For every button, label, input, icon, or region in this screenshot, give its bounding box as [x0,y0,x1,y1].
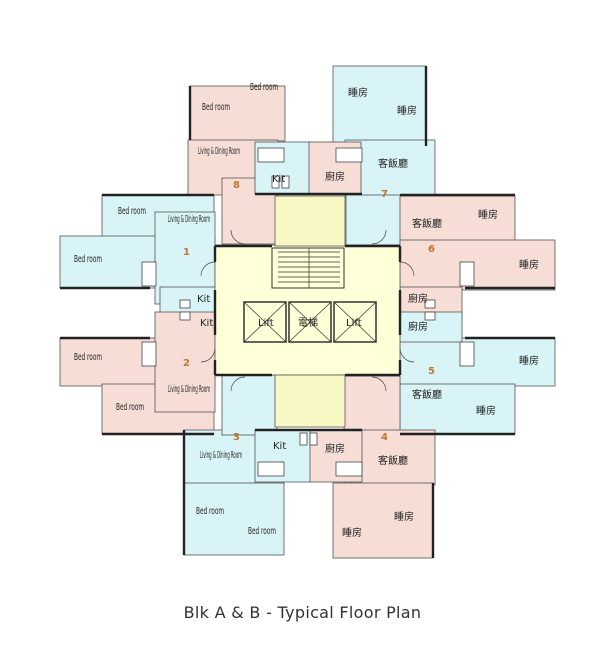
fixtures [141,147,475,477]
room-label: 睡房 [478,208,498,221]
room-fills [59,65,556,559]
room-label: 廚房 [408,320,428,333]
room-label: Bed room [118,206,146,217]
room-label: 廚房 [325,170,345,183]
unit-2: 2 Bed room Bed room Living & Dining Room… [74,318,213,413]
room-label: Kit [200,318,213,329]
core-labels: Lift 電梯 Lift [258,316,362,329]
room-label: Living & Dining Room [200,450,242,461]
unit-8: 8 Bed room Bed room Living & Dining Room… [198,82,285,191]
room-label: 客飯廳 [378,157,408,170]
room-label: Kit [197,294,210,305]
unit-number: 4 [381,432,388,443]
lift-label-2: Lift [346,318,362,329]
room-label: Living & Dining Room [198,146,240,157]
room-label: Bed room [248,526,276,537]
room-label: 睡房 [397,104,417,117]
room-label: 客飯廳 [412,217,442,230]
lift-lobby-label: 電梯 [298,316,318,329]
room-label: 廚房 [325,442,345,455]
unit-number: 5 [428,366,435,377]
room-label: 廚房 [408,292,428,305]
unit-number: 8 [233,180,240,191]
room-label: 客飯廳 [412,388,442,401]
room-label: Bed room [202,102,230,113]
room-label: Bed room [196,506,224,517]
room-label: 客飯廳 [378,454,408,467]
room-label: 睡房 [348,86,368,99]
unit-3: 3 Living & Dining Room Bed room Bed room… [196,432,286,537]
plan-caption: Blk A & B - Typical Floor Plan [183,603,422,622]
unit-1: 1 Bed room Bed room Living & Dining Room… [74,206,210,305]
floor-plan: Lift 電梯 Lift 8 Bed room Bed room Living … [59,65,556,559]
room-label: Bed room [116,402,144,413]
unit-4: 4 客飯廳 睡房 睡房 廚房 [325,432,414,539]
core-details [243,247,377,343]
room-label: 睡房 [519,354,539,367]
unit-7: 7 客飯廳 睡房 睡房 廚房 [325,86,417,200]
unit-number: 3 [233,432,240,443]
walls [60,66,555,558]
door-swings [200,229,415,392]
room-label: Living & Dining Room [168,384,210,395]
unit-number: 6 [428,244,435,255]
room-label: 睡房 [476,404,496,417]
unit-5: 5 客飯廳 睡房 睡房 廚房 [408,320,539,417]
unit-number: 1 [183,247,190,258]
room-label: Kit [273,441,286,452]
room-label: Bed room [74,254,102,265]
lift-label-1: Lift [258,318,274,329]
room-label: Kit [272,174,285,185]
room-label: Bed room [250,82,278,93]
room-label: 睡房 [342,526,362,539]
room-label: Bed room [74,352,102,363]
unit-number: 2 [183,358,190,369]
unit-number: 7 [381,189,388,200]
unit-6: 6 客飯廳 睡房 睡房 廚房 [408,208,539,305]
room-label: 睡房 [394,510,414,523]
room-label: Living & Dining Room [168,214,210,225]
room-label: 睡房 [519,258,539,271]
